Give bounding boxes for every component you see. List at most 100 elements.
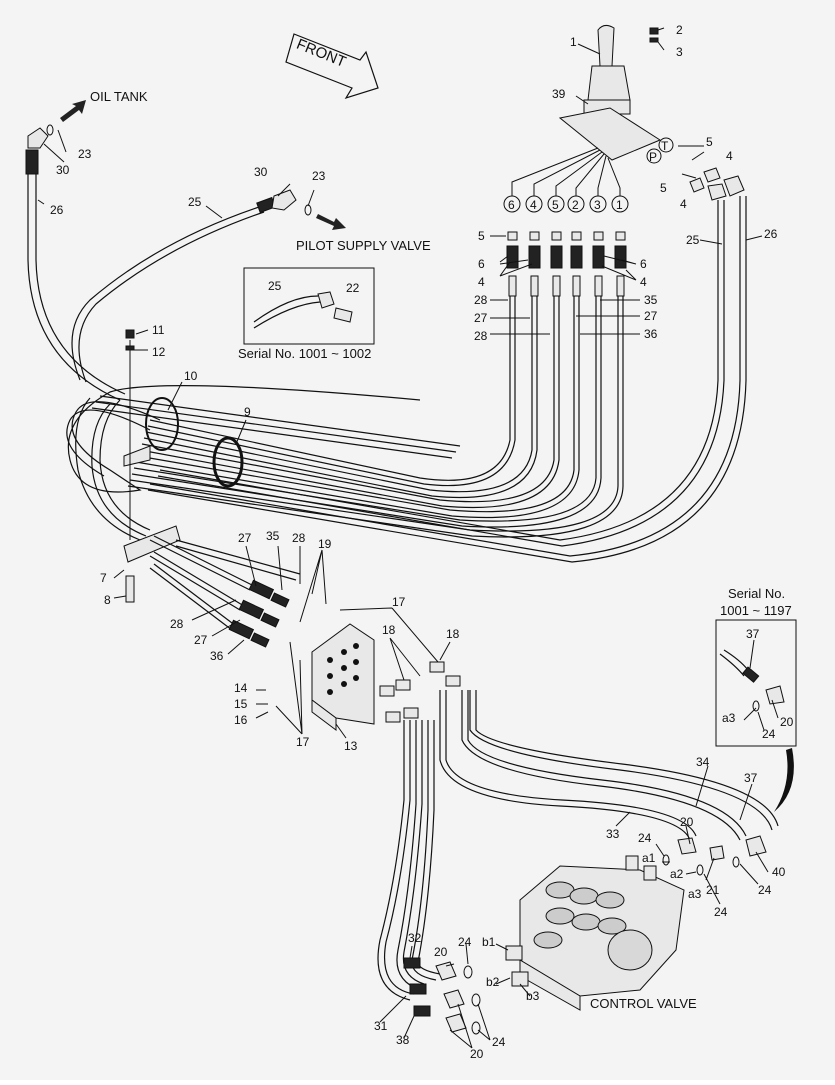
callout: 25 (686, 233, 700, 247)
callout: 16 (234, 713, 248, 727)
callout: 5 (660, 181, 667, 195)
hose-26-oil-tank (25, 124, 126, 401)
port-circle-4: 2 (567, 195, 585, 213)
callout: 28 (170, 617, 184, 631)
callout: 4 (478, 275, 485, 289)
port-circle-2: 4 (525, 195, 543, 213)
hoses-25-26-right (147, 167, 747, 563)
inset-serial-1001-1002: Serial No. 1001 ~ 1002 (238, 267, 375, 361)
callout: 24 (762, 727, 776, 741)
callout: 34 (696, 755, 710, 769)
plate-13 (311, 623, 375, 731)
callout: 24 (492, 1035, 506, 1049)
callout: 27 (238, 531, 252, 545)
callout: 22 (346, 281, 360, 295)
callout: 13 (344, 739, 358, 753)
callout: 26 (50, 203, 64, 217)
callout: 19 (318, 537, 332, 551)
callout-numbers: 1 2 3 39 5 4 5 4 23 30 26 30 23 25 25 22… (50, 23, 794, 1061)
callout: 18 (446, 627, 460, 641)
hoses-to-control-valve (377, 690, 779, 1001)
callout: 23 (312, 169, 326, 183)
oil-tank-arrow: OIL TANK (60, 89, 148, 122)
callout: 28 (474, 329, 488, 343)
callout: 6 (640, 257, 647, 271)
callout: 12 (152, 345, 166, 359)
callout: 26 (764, 227, 778, 241)
callout: 20 (780, 715, 794, 729)
pilot-supply-arrow: PILOT SUPPLY VALVE (296, 214, 431, 253)
pilot-supply-valve-label: PILOT SUPPLY VALVE (296, 238, 431, 253)
control-valve-label: CONTROL VALVE (590, 996, 697, 1011)
band-9 (212, 436, 244, 488)
fittings-control-valve (403, 835, 767, 1035)
callout: 28 (292, 531, 306, 545)
port-circle-label: 3 (594, 198, 601, 212)
port-circle-label: 6 (508, 198, 515, 212)
callout: 20 (434, 945, 448, 959)
port-labels: a1 a2 a3 a3 b1 b2 b3 (482, 711, 736, 1003)
front-arrow: FRONT (285, 33, 379, 100)
control-valve-body (505, 855, 685, 1011)
callout: 24 (758, 883, 772, 897)
joystick-assembly: T P (558, 24, 674, 164)
port-a1: a1 (642, 851, 656, 865)
callout: 27 (194, 633, 208, 647)
port-a3-inset: a3 (722, 711, 736, 725)
callout: 17 (392, 595, 406, 609)
callout: 32 (408, 931, 422, 945)
callout: 20 (680, 815, 694, 829)
port-a3: a3 (688, 887, 702, 901)
callout: 27 (644, 309, 658, 323)
port-circle-3: 5 (547, 195, 565, 213)
callout: 15 (234, 697, 248, 711)
callout: 38 (396, 1033, 410, 1047)
callout: 30 (254, 165, 268, 179)
port-circle-6: 1 (611, 195, 629, 213)
callout: 28 (474, 293, 488, 307)
port-b3: b3 (526, 989, 540, 1003)
callout: 31 (374, 1019, 388, 1033)
pilot-hoses-joystick (127, 231, 627, 538)
callout: 36 (210, 649, 224, 663)
callout: 35 (644, 293, 658, 307)
port-b2: b2 (486, 975, 500, 989)
oil-tank-label: OIL TANK (90, 89, 148, 104)
serial-b-label-1: Serial No. (728, 586, 785, 601)
callout: 7 (100, 571, 107, 585)
port-a2: a2 (670, 867, 684, 881)
callout: 10 (184, 369, 198, 383)
callout: 20 (470, 1047, 484, 1061)
callout: 3 (676, 45, 683, 59)
callout: 33 (606, 827, 620, 841)
port-t: T (661, 139, 669, 153)
callout: 5 (706, 135, 713, 149)
port-circle-5: 3 (589, 195, 607, 213)
callout: 39 (552, 87, 566, 101)
callout: 21 (706, 883, 720, 897)
callout: 37 (744, 771, 758, 785)
callout: 17 (296, 735, 310, 749)
serial-b-label-2: 1001 ~ 1197 (720, 603, 792, 618)
port-circle-label: 2 (572, 198, 579, 212)
bracket-7 (123, 329, 181, 603)
port-p: P (649, 150, 657, 164)
callout: 27 (474, 311, 488, 325)
callout: 25 (188, 195, 202, 209)
joystick-port-leaders (511, 147, 621, 196)
port-circle-label: 1 (616, 198, 623, 212)
port-circle-label: 5 (552, 198, 559, 212)
callout: 37 (746, 627, 760, 641)
callout: 24 (714, 905, 728, 919)
callout: 9 (244, 405, 251, 419)
callout: 36 (644, 327, 658, 341)
callout: 24 (638, 831, 652, 845)
callout: 1 (570, 35, 577, 49)
callout: 18 (382, 623, 396, 637)
port-circle-1: 6 (503, 195, 521, 213)
hose-25-pilot-supply (71, 189, 312, 383)
callout: 8 (104, 593, 111, 607)
port-circle-label: 4 (530, 198, 537, 212)
